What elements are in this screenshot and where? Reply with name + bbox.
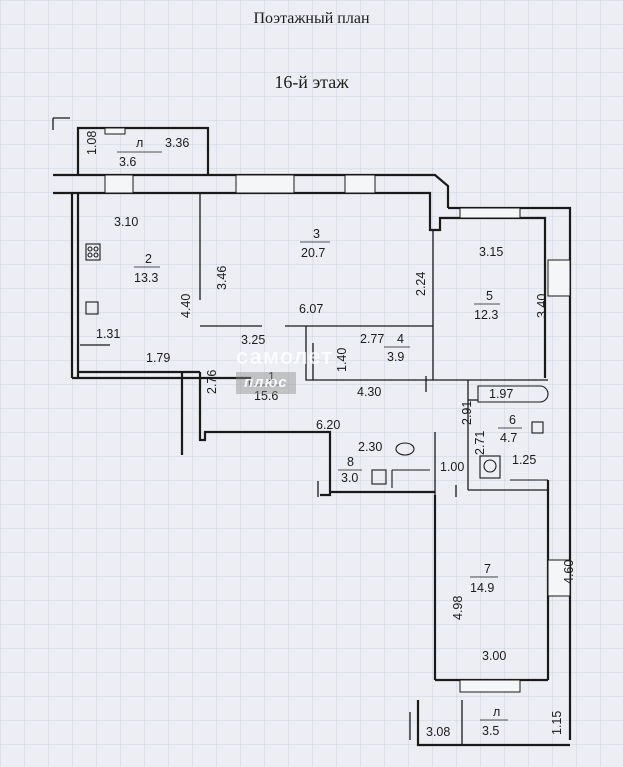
dimension-labels: 3.36 1.08 3.10 3.46 4.40 1.31 1.79 6.07 … xyxy=(85,131,576,739)
room-number: л xyxy=(136,136,143,150)
watermark-line2: плюс xyxy=(236,372,296,394)
watermark: самолет плюс xyxy=(236,346,333,394)
room-number: 4 xyxy=(397,332,404,346)
dimension-label: 2.91 xyxy=(460,401,474,425)
dimension-label: 1.00 xyxy=(440,460,464,474)
dimension-label: 1.79 xyxy=(146,351,170,365)
dimension-label: 1.08 xyxy=(85,131,99,155)
dimension-label: 1.15 xyxy=(550,711,564,735)
dimension-label: 2.76 xyxy=(205,370,219,394)
dimension-label: 3.25 xyxy=(241,333,265,347)
room-number: 2 xyxy=(145,252,152,266)
toilet-icon xyxy=(483,459,497,473)
fixtures xyxy=(85,243,549,488)
dimension-label: 3.00 xyxy=(482,649,506,663)
sink-icon xyxy=(371,469,387,485)
sink-icon xyxy=(85,301,99,315)
dimension-label: 1.97 xyxy=(489,387,513,401)
room-area: 4.7 xyxy=(500,431,517,445)
dimension-label: 1.31 xyxy=(96,327,120,341)
room-number: 6 xyxy=(509,413,516,427)
dimension-label: 2.71 xyxy=(473,431,487,455)
dimension-label: 3.46 xyxy=(215,266,229,290)
stove-icon xyxy=(85,243,101,261)
dimension-label: 3.36 xyxy=(165,136,189,150)
room-labels: л 3.6 2 13.3 3 20.7 5 12.3 4 3.9 1 15.6 … xyxy=(117,136,522,738)
room-area: 13.3 xyxy=(134,271,158,285)
dimension-label: 4.98 xyxy=(451,596,465,620)
bathtub-icon xyxy=(477,385,549,403)
dimension-label: 6.07 xyxy=(299,302,323,316)
doors xyxy=(312,343,478,740)
room-area: 15.6 xyxy=(254,389,278,403)
room-number: 5 xyxy=(486,289,493,303)
dimension-label: 1.40 xyxy=(335,348,349,372)
room-area: 12.3 xyxy=(474,308,498,322)
room-number: 1 xyxy=(268,370,275,384)
dimension-label: 4.30 xyxy=(357,385,381,399)
dimension-label: 4.60 xyxy=(562,560,576,584)
watermark-line1: самолет xyxy=(236,344,334,369)
windows xyxy=(104,127,571,693)
room-area: 3.0 xyxy=(341,471,358,485)
room-number: 3 xyxy=(313,227,320,241)
room-number: 8 xyxy=(347,455,354,469)
toilet-icon xyxy=(395,442,415,456)
room-number: л xyxy=(493,705,500,719)
room-area: 3.5 xyxy=(482,724,499,738)
dimension-label: 3.15 xyxy=(479,245,503,259)
dimension-label: 2.30 xyxy=(358,440,382,454)
dimension-label: 3.08 xyxy=(426,725,450,739)
floor-label: 16-й этаж xyxy=(274,72,349,92)
room-area: 14.9 xyxy=(470,581,494,595)
sink-icon xyxy=(531,421,544,434)
room-area: 3.6 xyxy=(119,155,136,169)
dimension-label: 3.10 xyxy=(114,215,138,229)
dimension-label: 1.25 xyxy=(512,453,536,467)
room-number: 7 xyxy=(484,562,491,576)
dimension-label: 2.77 xyxy=(360,332,384,346)
dimension-label: 6.20 xyxy=(316,418,340,432)
room-area: 3.9 xyxy=(387,350,404,364)
plan-title: Поэтажный план xyxy=(253,10,370,27)
dimension-label: 3.40 xyxy=(535,294,549,318)
dimension-label: 2.24 xyxy=(414,272,428,296)
room-area: 20.7 xyxy=(301,246,325,260)
dimension-label: 4.40 xyxy=(179,294,193,318)
